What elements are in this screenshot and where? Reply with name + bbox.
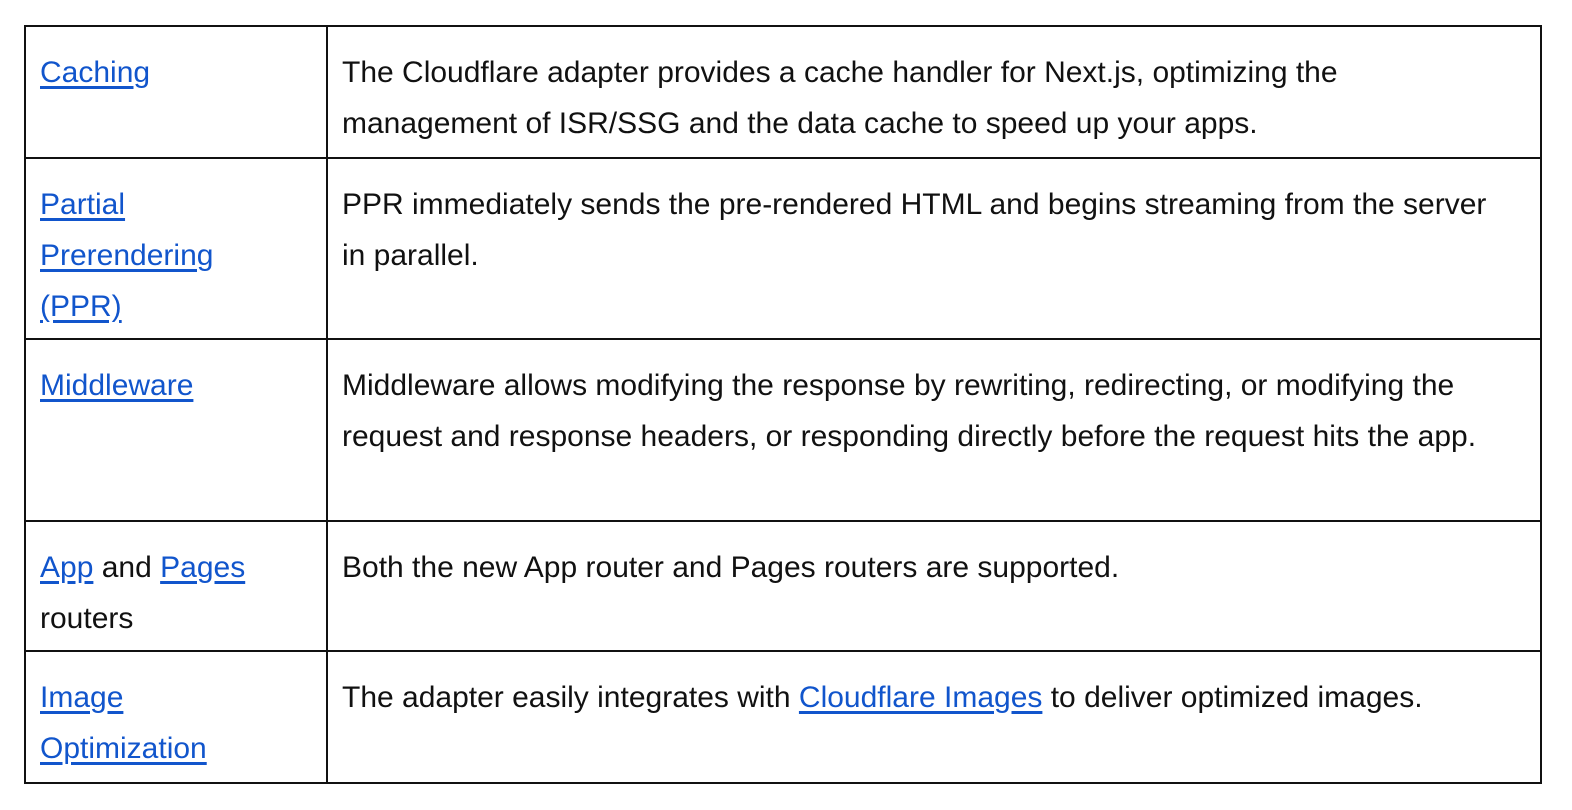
image-optimization-description: The adapter easily integrates with Cloud… [342,672,1526,723]
features-table: Caching The Cloudflare adapter provides … [24,25,1542,784]
and-text: and [93,551,161,584]
table-row: Partial Prerendering (PPR) PPR immediate… [24,157,1542,340]
table-row: Caching The Cloudflare adapter provides … [24,25,1542,159]
description-before-text: The adapter easily integrates with [342,681,799,714]
description-cell: PPR immediately sends the pre-rendered H… [326,157,1542,340]
feature-cell: App and Pages routers [24,520,328,652]
ppr-description: PPR immediately sends the pre-rendered H… [342,188,1487,272]
description-cell: The adapter easily integrates with Cloud… [326,650,1542,784]
app-router-link[interactable]: App [40,551,94,584]
description-cell: Middleware allows modifying the response… [326,338,1542,522]
cloudflare-images-link[interactable]: Cloudflare Images [798,681,1043,714]
routers-description: Both the new App router and Pages router… [342,551,1120,584]
middleware-link[interactable]: Middleware [40,369,194,402]
routers-text: routers [40,602,134,635]
feature-cell: Middleware [24,338,328,522]
table-row: Middleware Middleware allows modifying t… [24,338,1542,522]
description-cell: The Cloudflare adapter provides a cache … [326,25,1542,159]
partial-prerendering-link[interactable]: Partial Prerendering (PPR) [40,188,214,323]
feature-cell: Image Optimization [24,650,328,784]
caching-link[interactable]: Caching [40,56,151,89]
middleware-description: Middleware allows modifying the response… [342,369,1477,453]
image-optimization-link[interactable]: Image Optimization [40,681,207,765]
pages-router-link[interactable]: Pages [160,551,246,584]
features-table-body: Caching The Cloudflare adapter provides … [24,25,1542,784]
routers-feature: App and Pages routers [40,542,310,644]
table-row: App and Pages routers Both the new App r… [24,520,1542,652]
feature-cell: Caching [24,25,328,159]
description-cell: Both the new App router and Pages router… [326,520,1542,652]
table-row: Image Optimization The adapter easily in… [24,650,1542,784]
description-after-text: to deliver optimized images. [1042,681,1423,714]
caching-description: The Cloudflare adapter provides a cache … [342,56,1338,140]
feature-cell: Partial Prerendering (PPR) [24,157,328,340]
